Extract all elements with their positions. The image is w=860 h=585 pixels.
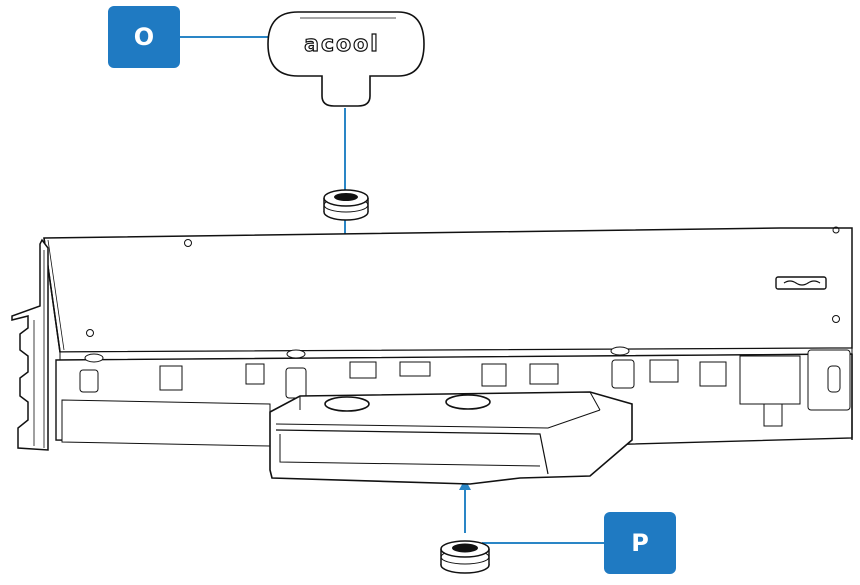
water-block-terminal xyxy=(269,391,633,485)
hex-key-tool-icon xyxy=(267,11,425,107)
tool-logo-text: acool xyxy=(304,32,380,57)
mounting-screws xyxy=(86,226,840,337)
standoffs xyxy=(84,346,630,363)
callout-p-label: P xyxy=(631,529,649,557)
callout-p: P xyxy=(604,512,676,574)
screw-plug-top xyxy=(323,189,369,221)
pci-bracket xyxy=(11,238,49,451)
screw-plug-bottom xyxy=(440,540,490,574)
callout-o-label: O xyxy=(133,23,155,51)
port-top-right xyxy=(445,394,491,410)
pcb-components xyxy=(79,349,851,427)
gpu-top-plate xyxy=(43,227,853,361)
terminal-block-icon xyxy=(775,276,827,290)
port-top-left xyxy=(324,396,370,412)
callout-o: O xyxy=(108,6,180,68)
